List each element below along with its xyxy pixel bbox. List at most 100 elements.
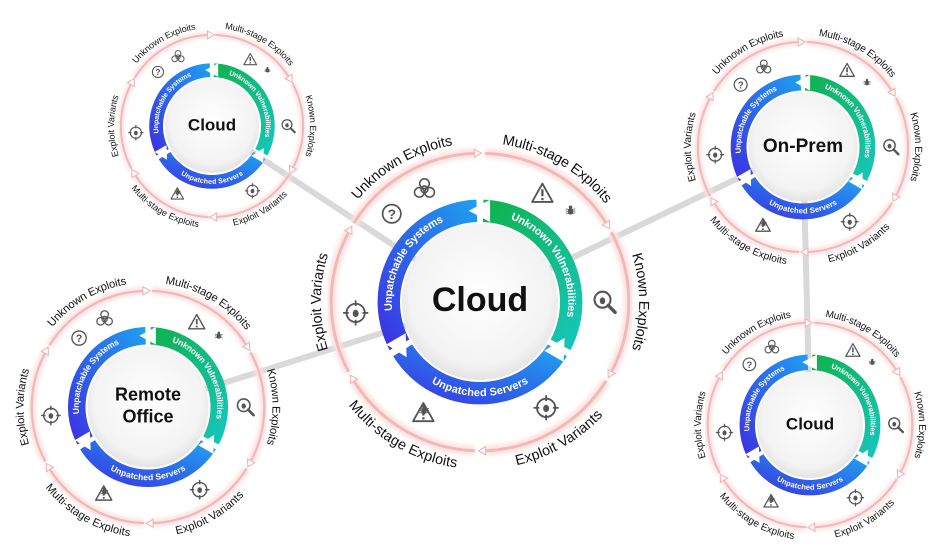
flow-arrow-icon bbox=[205, 63, 219, 77]
threat-label: Multi-stage Exploits bbox=[165, 275, 254, 333]
threat-label: Known Exploits bbox=[912, 390, 928, 460]
ring-arrow-marker bbox=[892, 192, 902, 203]
ring-arrow-marker bbox=[208, 211, 218, 223]
node-center-disc bbox=[165, 79, 259, 173]
threat-label: Exploit Variants bbox=[174, 489, 246, 537]
ring-segment-unpatched-servers bbox=[80, 440, 216, 488]
question-icon: ? bbox=[151, 65, 165, 79]
target-icon bbox=[128, 124, 144, 141]
question-icon: ? bbox=[381, 203, 402, 224]
bug-icon bbox=[214, 331, 223, 339]
warning-icon bbox=[839, 62, 855, 77]
threat-label: Multi-stage Exploits bbox=[501, 132, 614, 206]
bug-icon bbox=[174, 189, 181, 195]
magnifier-icon bbox=[236, 398, 255, 417]
warning-icon bbox=[845, 342, 861, 357]
node-title: Cloud bbox=[786, 414, 834, 433]
node-title: Cloud bbox=[432, 281, 528, 319]
biohazard-icon bbox=[96, 310, 113, 326]
ring-arrow-marker bbox=[601, 219, 611, 230]
flow-arrow-icon bbox=[74, 431, 91, 451]
threat-ring-segment bbox=[352, 151, 475, 224]
threat-label: Known Exploits bbox=[628, 251, 651, 353]
warning-icon bbox=[243, 52, 258, 66]
threat-label: Known Exploits bbox=[908, 111, 924, 182]
ring-arrow-marker bbox=[607, 368, 617, 379]
ring-segment-unpatched-servers bbox=[393, 344, 567, 405]
node-center-disc bbox=[402, 224, 558, 380]
target-icon bbox=[244, 183, 261, 199]
threat-label: Multi-stage Exploits bbox=[825, 309, 903, 360]
target-icon bbox=[706, 145, 725, 164]
ring-segment-unknown-vulnerabilities bbox=[811, 354, 881, 459]
threat-ring-segment bbox=[133, 33, 209, 79]
threat-label: Unknown Exploits bbox=[720, 309, 792, 357]
node-center: Unknown Exploits Multi-stage ExploitsKnow… bbox=[309, 132, 652, 471]
bug-icon bbox=[100, 487, 108, 495]
threat-ring-segment bbox=[291, 82, 305, 170]
magnifier-icon bbox=[883, 139, 900, 156]
target-icon bbox=[189, 479, 210, 500]
biohazard-icon bbox=[171, 50, 185, 63]
threat-ring-segment bbox=[133, 173, 209, 219]
threat-ring-segment bbox=[696, 97, 712, 197]
ring-segment-unpatchable-systems bbox=[730, 74, 802, 181]
threat-label: Exploit Variants bbox=[232, 189, 290, 228]
threat-label: Unknown Exploits bbox=[46, 275, 128, 329]
threat-ring-segment bbox=[119, 82, 133, 170]
magnifier-icon bbox=[281, 119, 296, 134]
threat-ring-segment bbox=[152, 468, 248, 525]
threat-label: Known Exploits bbox=[264, 367, 282, 447]
ring-arrow-marker bbox=[473, 148, 483, 159]
threat-ring-segment bbox=[713, 202, 800, 254]
threat-label: Unknown Exploits bbox=[711, 28, 785, 77]
target-icon bbox=[41, 405, 61, 426]
ring-arrow-marker bbox=[704, 91, 714, 102]
ring-arrow-marker bbox=[891, 366, 901, 377]
threat-ring-segment bbox=[813, 478, 898, 529]
threat-ring-segment bbox=[713, 40, 800, 92]
threat-label: Multi-stage Exploits bbox=[717, 491, 795, 542]
threat-label: Unknown Exploits bbox=[349, 133, 454, 202]
threat-ring-segment bbox=[610, 231, 631, 373]
ring-arrow-marker bbox=[797, 37, 807, 48]
ring-arrow-marker bbox=[126, 77, 136, 88]
svg-text:?: ? bbox=[155, 67, 160, 77]
ring-arrow-marker bbox=[719, 473, 729, 484]
target-icon bbox=[846, 489, 865, 507]
ring-segment-unknown-vulnerabilities bbox=[804, 74, 876, 181]
threat-label: Multi-stage Exploits bbox=[708, 215, 788, 267]
threat-label: Exploit Variants bbox=[682, 111, 698, 183]
threat-ring-segment bbox=[706, 376, 721, 474]
flow-arrow-icon bbox=[198, 435, 215, 454]
threat-label: Exploit Variants bbox=[692, 390, 708, 460]
threat-ring-segment bbox=[722, 321, 807, 372]
ring-arrow-marker bbox=[477, 445, 487, 456]
svg-text:?: ? bbox=[746, 359, 752, 370]
threat-ring-segment bbox=[329, 231, 350, 373]
question-icon: ? bbox=[742, 357, 757, 372]
threat-label: Exploit Variants bbox=[309, 251, 332, 353]
threat-ring-segment bbox=[152, 289, 248, 346]
flow-arrow-icon bbox=[544, 337, 565, 362]
node-center-disc bbox=[757, 372, 863, 478]
threat-label: Known Exploits bbox=[303, 94, 318, 158]
threat-ring-segment bbox=[894, 97, 910, 197]
bug-icon bbox=[759, 219, 767, 227]
node-bottom-left: Unknown Exploits Multi-stage ExploitsKnow… bbox=[14, 275, 281, 540]
node-center-disc bbox=[748, 92, 858, 202]
threat-ring-segment bbox=[215, 33, 291, 79]
flow-arrow-icon bbox=[848, 172, 863, 190]
threat-ring-segment bbox=[806, 40, 893, 92]
ring-arrow-marker bbox=[804, 317, 814, 328]
ring-segment-unpatchable-systems bbox=[377, 199, 478, 351]
threat-ring-segment bbox=[722, 478, 807, 529]
ring-segment-unpatchable-systems bbox=[67, 327, 146, 445]
ring-segment-unknown-vulnerabilities bbox=[482, 199, 583, 351]
biohazard-icon bbox=[413, 178, 436, 198]
flow-arrow-icon bbox=[802, 354, 817, 370]
threat-ring-segment bbox=[813, 321, 898, 372]
bug-icon bbox=[419, 405, 429, 415]
flow-arrow-icon bbox=[154, 145, 168, 160]
